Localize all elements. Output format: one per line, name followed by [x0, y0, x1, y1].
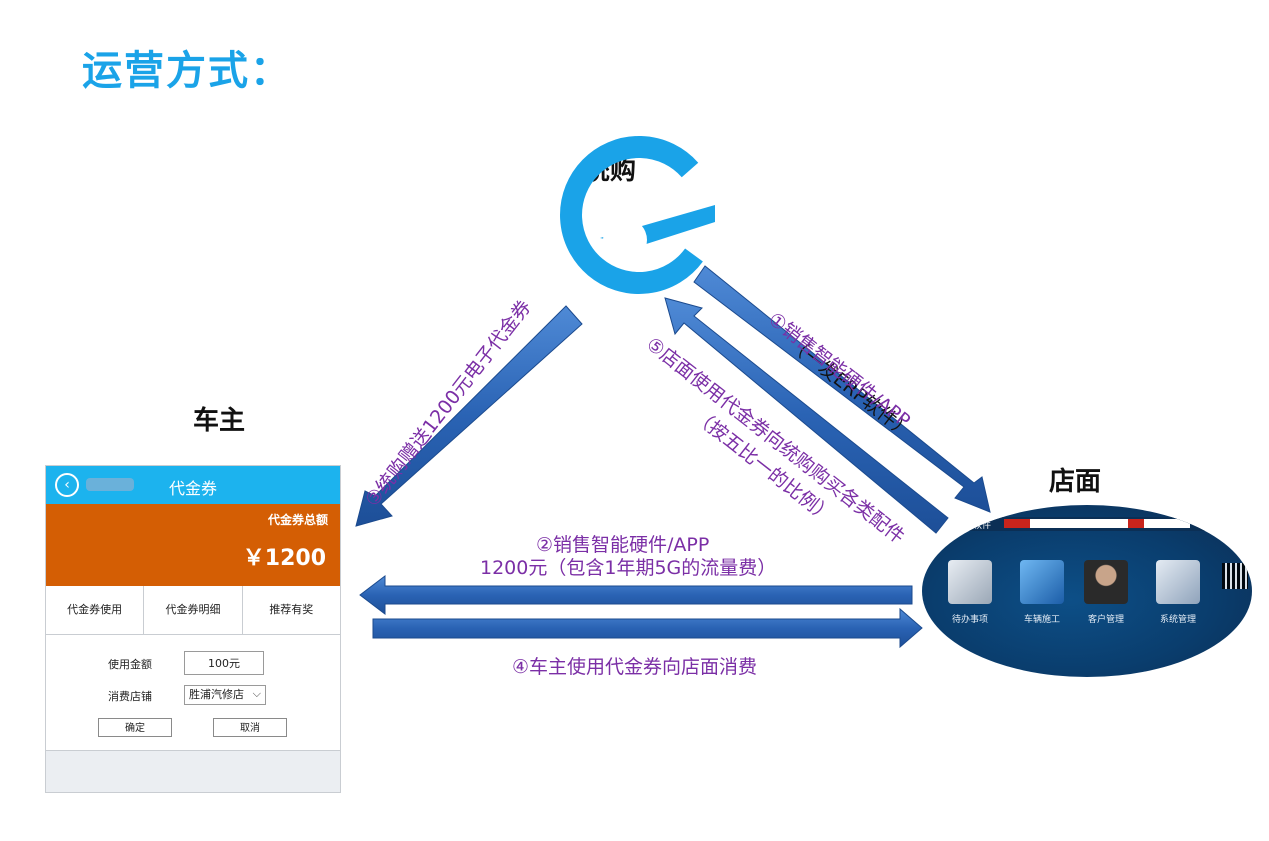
tile-customer[interactable]: 客户管理: [1078, 560, 1134, 630]
store-software-screen: 发软件 待办事项 车辆施工 客户管理 系统管理: [922, 505, 1252, 677]
back-icon[interactable]: ‹: [55, 473, 79, 497]
cancel-button[interactable]: 取消: [213, 718, 287, 737]
tonggou-logo-icon: [560, 136, 715, 294]
voucher-form: 使用金额 100元 消费店铺 胜浦汽修店 ⌵ 确定 取消: [46, 635, 340, 751]
phone-header: ‹ 代金券: [46, 466, 340, 504]
tile-todo-label: 待办事项: [951, 615, 988, 625]
phone-title: 代金券: [168, 479, 217, 498]
store-search-button[interactable]: [1128, 519, 1144, 528]
folder-icon: [948, 560, 992, 604]
tile-system[interactable]: 系统管理: [1150, 560, 1206, 630]
tools-icon: [1020, 560, 1064, 604]
tab-voucher-detail[interactable]: 代金券明细: [144, 586, 243, 634]
arrow-step1: [693, 265, 991, 513]
arrow-step3: [355, 305, 583, 527]
flow-label-step4: ④车主使用代金券向店面消费: [512, 656, 758, 678]
arrow-step5: [664, 297, 949, 534]
settings-icon: [1156, 560, 1200, 604]
store-select[interactable]: 胜浦汽修店 ⌵: [184, 685, 266, 705]
node-label-chezhu: 车主: [193, 406, 246, 436]
store-select-value: 胜浦汽修店: [189, 688, 244, 701]
arrow-step4: [372, 607, 923, 649]
flow-label-step2a: ②销售智能硬件/APP: [536, 534, 710, 556]
qr-code-icon: [1222, 563, 1248, 589]
tab-row: 代金券使用 代金券明细 推荐有奖: [46, 586, 340, 635]
store-label: 消费店铺: [108, 690, 152, 703]
page-title: 运营方式：: [82, 48, 292, 94]
amount-input[interactable]: 100元: [184, 651, 264, 675]
chevron-down-icon: ⌵: [252, 687, 261, 700]
tab-voucher-use[interactable]: 代金券使用: [46, 586, 145, 634]
user-icon: [1084, 560, 1128, 604]
balance-amount: ￥1200: [242, 546, 326, 571]
store-search-input[interactable]: [1004, 519, 1190, 528]
confirm-button[interactable]: 确定: [98, 718, 172, 737]
store-brand: 发软件: [964, 521, 992, 531]
tile-customer-label: 客户管理: [1087, 615, 1124, 625]
balance-panel: 代金券总额 ￥1200: [46, 504, 340, 586]
blurred-username: [86, 478, 134, 491]
arrow-step2: [359, 574, 913, 616]
store-topbar: 发软件: [922, 517, 1252, 531]
phone-screen: ‹ 代金券 代金券总额 ￥1200 代金券使用 代金券明细 推荐有奖 使用金额 …: [45, 465, 341, 793]
balance-label: 代金券总额: [267, 513, 328, 527]
tile-todo[interactable]: 待办事项: [942, 560, 998, 630]
tile-system-label: 系统管理: [1159, 615, 1196, 625]
tile-vehicle-work[interactable]: 车辆施工: [1014, 560, 1070, 630]
amount-label: 使用金额: [108, 658, 152, 671]
tab-referral[interactable]: 推荐有奖: [269, 603, 314, 616]
flow-label-step2b: 1200元（包含1年期5G的流量费）: [480, 557, 777, 579]
tile-vehicle-work-label: 车辆施工: [1023, 615, 1060, 625]
node-label-dianmian: 店面: [1049, 467, 1102, 497]
